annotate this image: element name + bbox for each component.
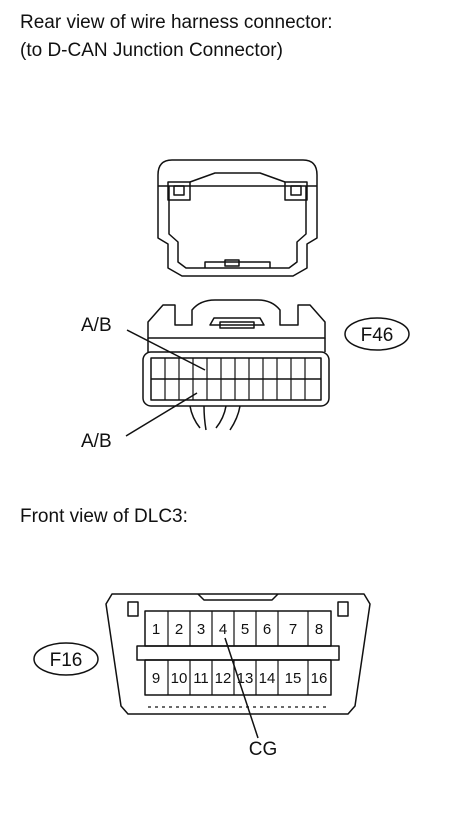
pin-numbers-bottom-row: 9 10 11 12 13 14 15 16	[152, 670, 328, 687]
pin-number: 11	[193, 670, 209, 687]
pin-number: 2	[175, 621, 183, 638]
pin-number: 9	[152, 670, 160, 687]
pin-number: 10	[171, 670, 188, 687]
pin-number: 3	[197, 621, 205, 638]
connector-f46-shape	[142, 299, 330, 431]
front-view-caption: Front view of DLC3:	[20, 506, 188, 527]
cg-leader-line	[224, 637, 259, 739]
pin-number: 1	[152, 621, 160, 638]
dlc3-connector-shape	[105, 593, 371, 715]
pin-number: 7	[289, 621, 297, 638]
f46-label: F46	[361, 325, 394, 346]
pin-number: 12	[215, 670, 232, 687]
f16-label: F16	[50, 650, 83, 671]
pin-number: 13	[237, 670, 254, 687]
f46-tag-ellipse	[344, 317, 410, 351]
mating-connector-shape	[157, 159, 318, 277]
pin-number: 8	[315, 621, 323, 638]
pin-numbers-top-row: 1 2 3 4 5 6 7 8	[152, 621, 323, 638]
cg-label: CG	[249, 739, 278, 760]
pin-number: 4	[219, 621, 227, 638]
ab-label-bottom: A/B	[81, 431, 112, 452]
ab-label-top: A/B	[81, 315, 112, 336]
ab-top-leader-line	[126, 329, 206, 371]
ab-bottom-leader-line	[125, 392, 198, 437]
pin-number: 14	[259, 670, 276, 687]
pin-number: 6	[263, 621, 271, 638]
rear-view-caption-line2: (to D-CAN Junction Connector)	[20, 40, 283, 61]
rear-view-caption-line1: Rear view of wire harness connector:	[20, 12, 333, 33]
f16-tag-ellipse	[33, 642, 99, 676]
pin-number: 16	[311, 670, 328, 687]
pin-number: 5	[241, 621, 249, 638]
pin-number: 15	[285, 670, 302, 687]
